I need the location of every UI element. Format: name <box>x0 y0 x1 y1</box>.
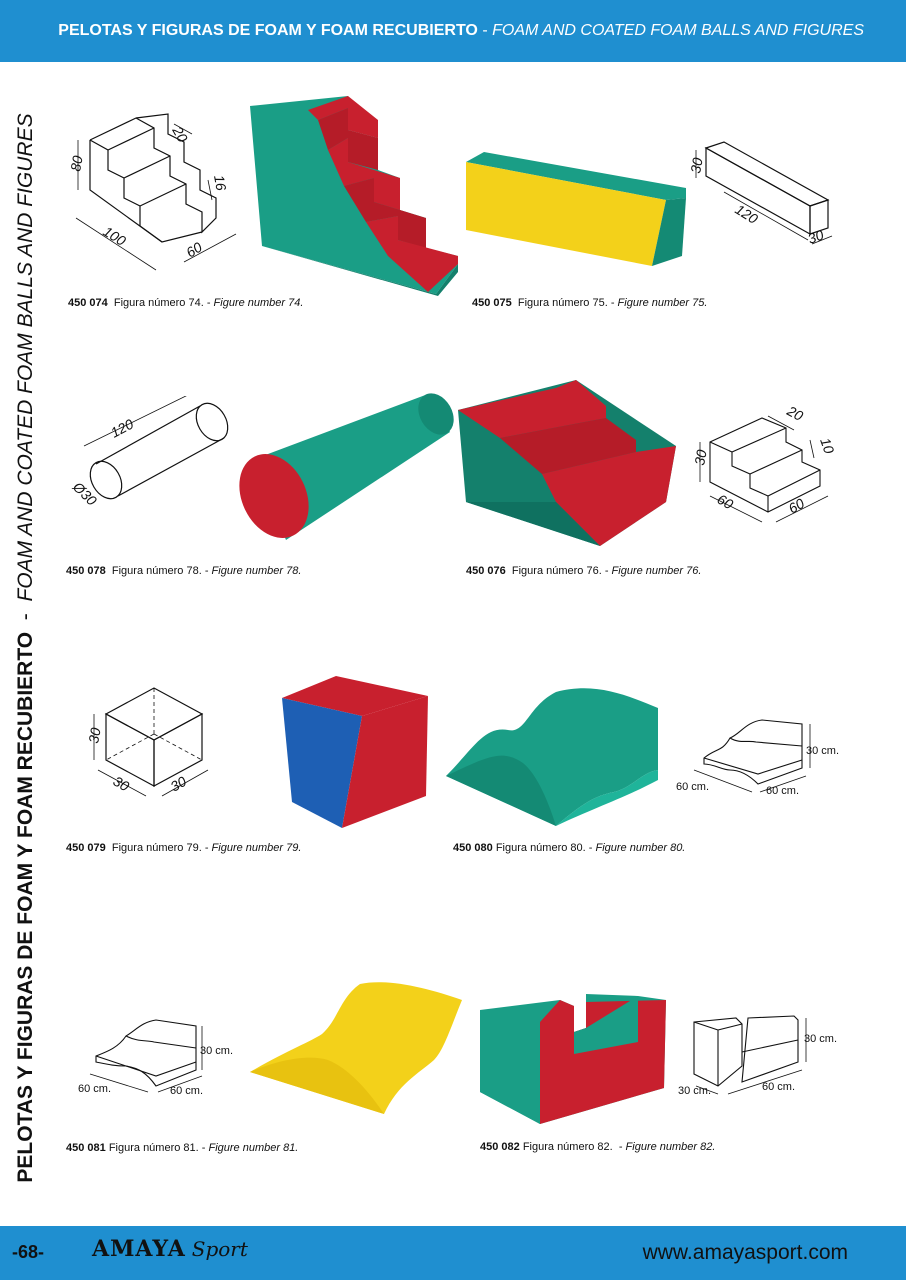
caption-79: 450 079 Figura número 79. - Figure numbe… <box>66 842 301 854</box>
dim-74-step: 16 <box>211 174 229 192</box>
diagram-figure-76: 30 20 10 60 60 <box>691 402 838 523</box>
page-number: -68- <box>12 1242 45 1262</box>
dim-76-length: 60 <box>715 491 737 513</box>
caption-en-80: Figure number 80. <box>595 842 686 854</box>
caption-en-76: Figure number 76. <box>611 565 702 577</box>
caption-en-78: Figure number 78. <box>211 565 302 577</box>
brand-name: AMAYA <box>92 1236 186 1262</box>
caption-74: 450 074 Figura número 74. - Figure numbe… <box>68 297 303 309</box>
caption-en-82: Figure number 82. <box>625 1141 716 1153</box>
caption-en-79: Figure number 79. <box>211 842 302 854</box>
caption-en-81: Figure number 81. <box>208 1142 299 1154</box>
caption-es-76: Figura número 76. - <box>511 565 612 577</box>
dim-81-height: 30 cm. <box>200 1045 233 1057</box>
dim-82-depth: 30 cm. <box>678 1085 711 1097</box>
dim-76-height: 30 <box>691 448 709 466</box>
caption-75: 450 075 Figura número 75. - Figure numbe… <box>472 297 707 309</box>
dim-79-height: 30 <box>85 726 103 744</box>
caption-es-75: Figura número 75. - <box>517 297 618 309</box>
caption-en-74: Figure number 74. <box>213 297 304 309</box>
product-code-75: 450 075 <box>472 297 512 309</box>
caption-78: 450 078 Figura número 78. - Figure numbe… <box>66 565 301 577</box>
caption-82: 450 082 Figura número 82. - Figure numbe… <box>480 1141 715 1153</box>
caption-es-82: Figura número 82. - <box>522 1141 626 1153</box>
diagram-figure-74: 80 20 16 100 60 <box>67 113 237 271</box>
product-code-79: 450 079 <box>66 842 106 854</box>
caption-81: 450 081 Figura número 81. - Figure numbe… <box>66 1142 298 1154</box>
product-photo-80 <box>446 688 658 826</box>
dim-75-height: 30 <box>687 156 705 174</box>
diagram-figure-81: 30 cm. 60 cm. 60 cm. <box>78 1019 233 1097</box>
caption-es-80: Figura número 80. - <box>495 842 596 854</box>
product-photo-76 <box>458 380 676 546</box>
dim-78-diameter: Ø30 <box>69 478 100 509</box>
diagram-figure-79: 30 30 30 <box>85 687 209 797</box>
dim-76-top: 20 <box>784 402 806 424</box>
dim-75-width: 30 <box>806 226 826 246</box>
dim-74-top: 20 <box>169 123 191 146</box>
dim-82-height: 30 cm. <box>804 1033 837 1045</box>
caption-es-79: Figura número 79. - <box>111 842 212 854</box>
product-code-81: 450 081 <box>66 1142 106 1154</box>
caption-es-78: Figura número 78. - <box>111 565 212 577</box>
caption-es-74: Figura número 74. - <box>113 297 214 309</box>
page-header: PELOTAS Y FIGURAS DE FOAM Y FOAM RECUBIE… <box>0 0 906 62</box>
caption-76: 450 076 Figura número 76. - Figure numbe… <box>466 565 701 577</box>
vertical-section-title: PELOTAS Y FIGURAS DE FOAM Y FOAM RECUBIE… <box>8 48 44 1248</box>
diagram-figure-80: 30 cm. 60 cm. 60 cm. <box>676 719 839 797</box>
dim-82-width: 60 cm. <box>762 1081 795 1093</box>
product-photo-81 <box>250 982 462 1114</box>
dim-80-depth: 60 cm. <box>676 781 709 793</box>
product-photo-74 <box>250 96 458 296</box>
diagram-figure-75: 30 120 30 <box>687 141 833 247</box>
sidebar-text-en: FOAM AND COATED FOAM BALLS AND FIGURES <box>14 113 37 602</box>
dim-76-width: 60 <box>786 495 808 517</box>
product-code-80: 450 080 <box>453 842 493 854</box>
dim-79-width: 30 <box>168 773 190 795</box>
dim-79-depth: 30 <box>111 773 133 795</box>
product-code-74: 450 074 <box>68 297 108 309</box>
header-title-en: FOAM AND COATED FOAM BALLS AND FIGURES <box>492 22 864 39</box>
dim-74-length: 100 <box>100 223 128 249</box>
dim-74-width: 60 <box>183 239 205 261</box>
dim-80-width: 60 cm. <box>766 785 799 797</box>
product-code-76: 450 076 <box>466 565 506 577</box>
dim-81-width: 60 cm. <box>170 1085 203 1097</box>
dim-78-length: 120 <box>108 415 136 440</box>
caption-es-81: Figura número 81. - <box>108 1142 209 1154</box>
header-separator: - <box>477 22 493 39</box>
header-title-es: PELOTAS Y FIGURAS DE FOAM Y FOAM RECUBIE… <box>58 22 478 39</box>
product-code-82: 450 082 <box>480 1141 520 1153</box>
dim-81-depth: 60 cm. <box>78 1083 111 1095</box>
product-photo-78 <box>239 393 454 540</box>
header-title: PELOTAS Y FIGURAS DE FOAM Y FOAM RECUBIE… <box>58 22 864 40</box>
dim-74-height: 80 <box>67 154 85 172</box>
website-link[interactable]: www.amayasport.com <box>642 1241 848 1264</box>
sidebar-text-es: PELOTAS Y FIGURAS DE FOAM Y FOAM RECUBIE… <box>14 631 37 1183</box>
diagram-figure-78: 120 Ø30 <box>69 396 229 509</box>
product-photo-79 <box>282 676 428 828</box>
caption-80: 450 080 Figura número 80. - Figure numbe… <box>453 842 685 854</box>
product-photo-75 <box>466 152 686 266</box>
caption-en-75: Figure number 75. <box>617 297 708 309</box>
product-photo-82 <box>480 994 666 1124</box>
diagram-figure-82: 30 cm. 30 cm. 60 cm. <box>678 1015 837 1097</box>
dim-76-step: 10 <box>817 436 837 456</box>
product-code-78: 450 078 <box>66 565 106 577</box>
brand-script: Sport <box>191 1237 248 1261</box>
dim-80-height: 30 cm. <box>806 745 839 757</box>
sidebar-separator: - <box>14 601 37 632</box>
